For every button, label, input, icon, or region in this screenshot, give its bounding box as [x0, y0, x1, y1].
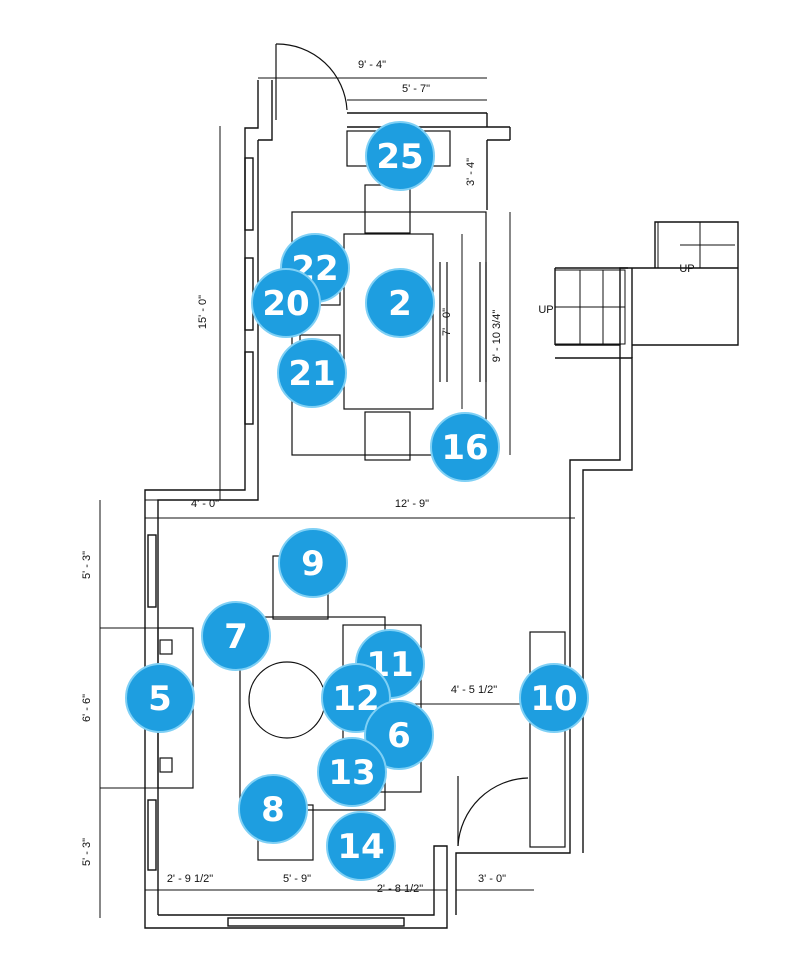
dimension-labels: 9' - 4" 5' - 7" 3' - 4" 15' - 0" 7' - 0"… — [81, 59, 506, 895]
marker-8[interactable]: 8 — [238, 774, 308, 844]
dim-top-right-depth: 3' - 4" — [465, 158, 477, 186]
marker-5[interactable]: 5 — [125, 663, 195, 733]
markers: 25 22 20 2 21 16 9 7 — [125, 121, 589, 881]
dim-left-c: 5' - 3" — [81, 838, 93, 866]
marker-12[interactable]: 12 — [321, 663, 391, 733]
marker-16[interactable]: 16 — [430, 412, 500, 482]
dim-room-depth: 9' - 10 3/4" — [491, 310, 503, 363]
dim-mid-left: 4' - 0" — [191, 498, 219, 510]
dim-aisle: 4' - 5 1/2" — [451, 684, 497, 696]
svg-text:7: 7 — [224, 617, 248, 657]
dim-top-inner: 5' - 7" — [402, 83, 430, 95]
marker-20[interactable]: 20 — [251, 268, 321, 338]
marker-21[interactable]: 21 — [277, 338, 347, 408]
marker-9[interactable]: 9 — [278, 528, 348, 598]
svg-text:21: 21 — [288, 354, 335, 394]
svg-text:25: 25 — [376, 137, 423, 177]
svg-text:2: 2 — [388, 284, 412, 324]
marker-22[interactable]: 22 — [280, 233, 350, 303]
dim-left-b: 6' - 6" — [81, 694, 93, 722]
dim-bottom-c: 2' - 8 1/2" — [377, 883, 423, 895]
dim-bottom-d: 3' - 0" — [478, 873, 506, 885]
svg-text:5: 5 — [148, 679, 172, 719]
svg-text:20: 20 — [262, 284, 309, 324]
dim-mid-right: 12' - 9" — [395, 498, 429, 510]
marker-25[interactable]: 25 — [365, 121, 435, 191]
svg-text:10: 10 — [530, 679, 577, 719]
dimension-lines — [99, 77, 575, 918]
stair-label-up-left: UP — [538, 304, 553, 316]
marker-10[interactable]: 10 — [519, 663, 589, 733]
dim-rug-depth: 7' - 0" — [441, 308, 453, 336]
svg-text:8: 8 — [261, 790, 285, 830]
svg-text:12: 12 — [332, 679, 379, 719]
doors — [275, 43, 529, 847]
dim-bottom-b: 5' - 9" — [283, 873, 311, 885]
svg-text:13: 13 — [328, 753, 375, 793]
dim-top-width: 9' - 4" — [358, 59, 386, 71]
dim-left-upper: 15' - 0" — [197, 295, 209, 329]
marker-7[interactable]: 7 — [201, 601, 271, 671]
marker-2[interactable]: 2 — [365, 268, 435, 338]
walls — [144, 80, 739, 929]
marker-14[interactable]: 14 — [326, 811, 396, 881]
dim-left-a: 5' - 3" — [81, 551, 93, 579]
svg-text:16: 16 — [441, 428, 488, 468]
stairs — [554, 221, 739, 345]
marker-13[interactable]: 13 — [317, 737, 387, 807]
dim-bottom-a: 2' - 9 1/2" — [167, 873, 213, 885]
stair-label-up-right: UP — [679, 263, 694, 275]
svg-text:9: 9 — [301, 544, 325, 584]
svg-text:6: 6 — [387, 716, 411, 756]
marker-6[interactable]: 6 — [364, 700, 434, 770]
svg-text:14: 14 — [337, 827, 384, 867]
